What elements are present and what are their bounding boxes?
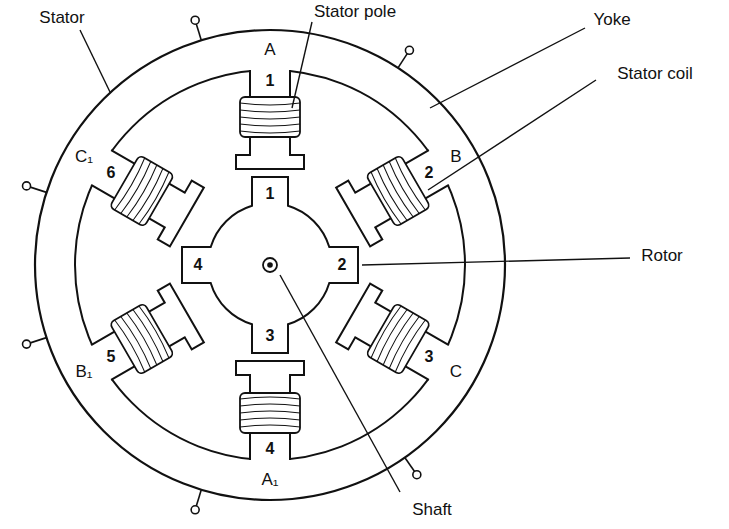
shaft-circle: [263, 258, 277, 272]
part-label: Stator: [39, 9, 84, 28]
pole-number: 2: [425, 164, 434, 182]
pole-number: 3: [425, 348, 434, 366]
part-label: Stator coil: [617, 65, 693, 84]
pole-number: 5: [107, 348, 116, 366]
rotor-body: [182, 177, 358, 353]
phase-letter: B: [450, 148, 461, 167]
part-label: Stator pole: [314, 3, 396, 22]
yoke-inner: [75, 70, 465, 460]
stator-poles: [82, 67, 459, 463]
stator-outer: [35, 30, 505, 500]
rotor-tooth-number: 4: [194, 256, 203, 274]
phase-letter: A₁: [261, 471, 278, 490]
pole-number: 6: [107, 164, 116, 182]
leader-lines: [80, 22, 630, 492]
part-label: Shaft: [412, 501, 452, 520]
shaft-dot: [267, 262, 273, 268]
part-label: Yoke: [593, 11, 630, 30]
phase-letter: C₁: [75, 148, 93, 167]
rotor-tooth-number: 1: [266, 185, 275, 203]
phase-letter: B₁: [75, 363, 92, 382]
rotor-tooth-number: 3: [266, 327, 275, 345]
part-label: Rotor: [641, 247, 683, 266]
pole-number: 4: [266, 440, 275, 458]
phase-letter: C: [450, 363, 462, 382]
phase-letter: A: [264, 41, 275, 60]
pole-number: 1: [266, 72, 275, 90]
rotor-tooth-number: 2: [338, 256, 347, 274]
